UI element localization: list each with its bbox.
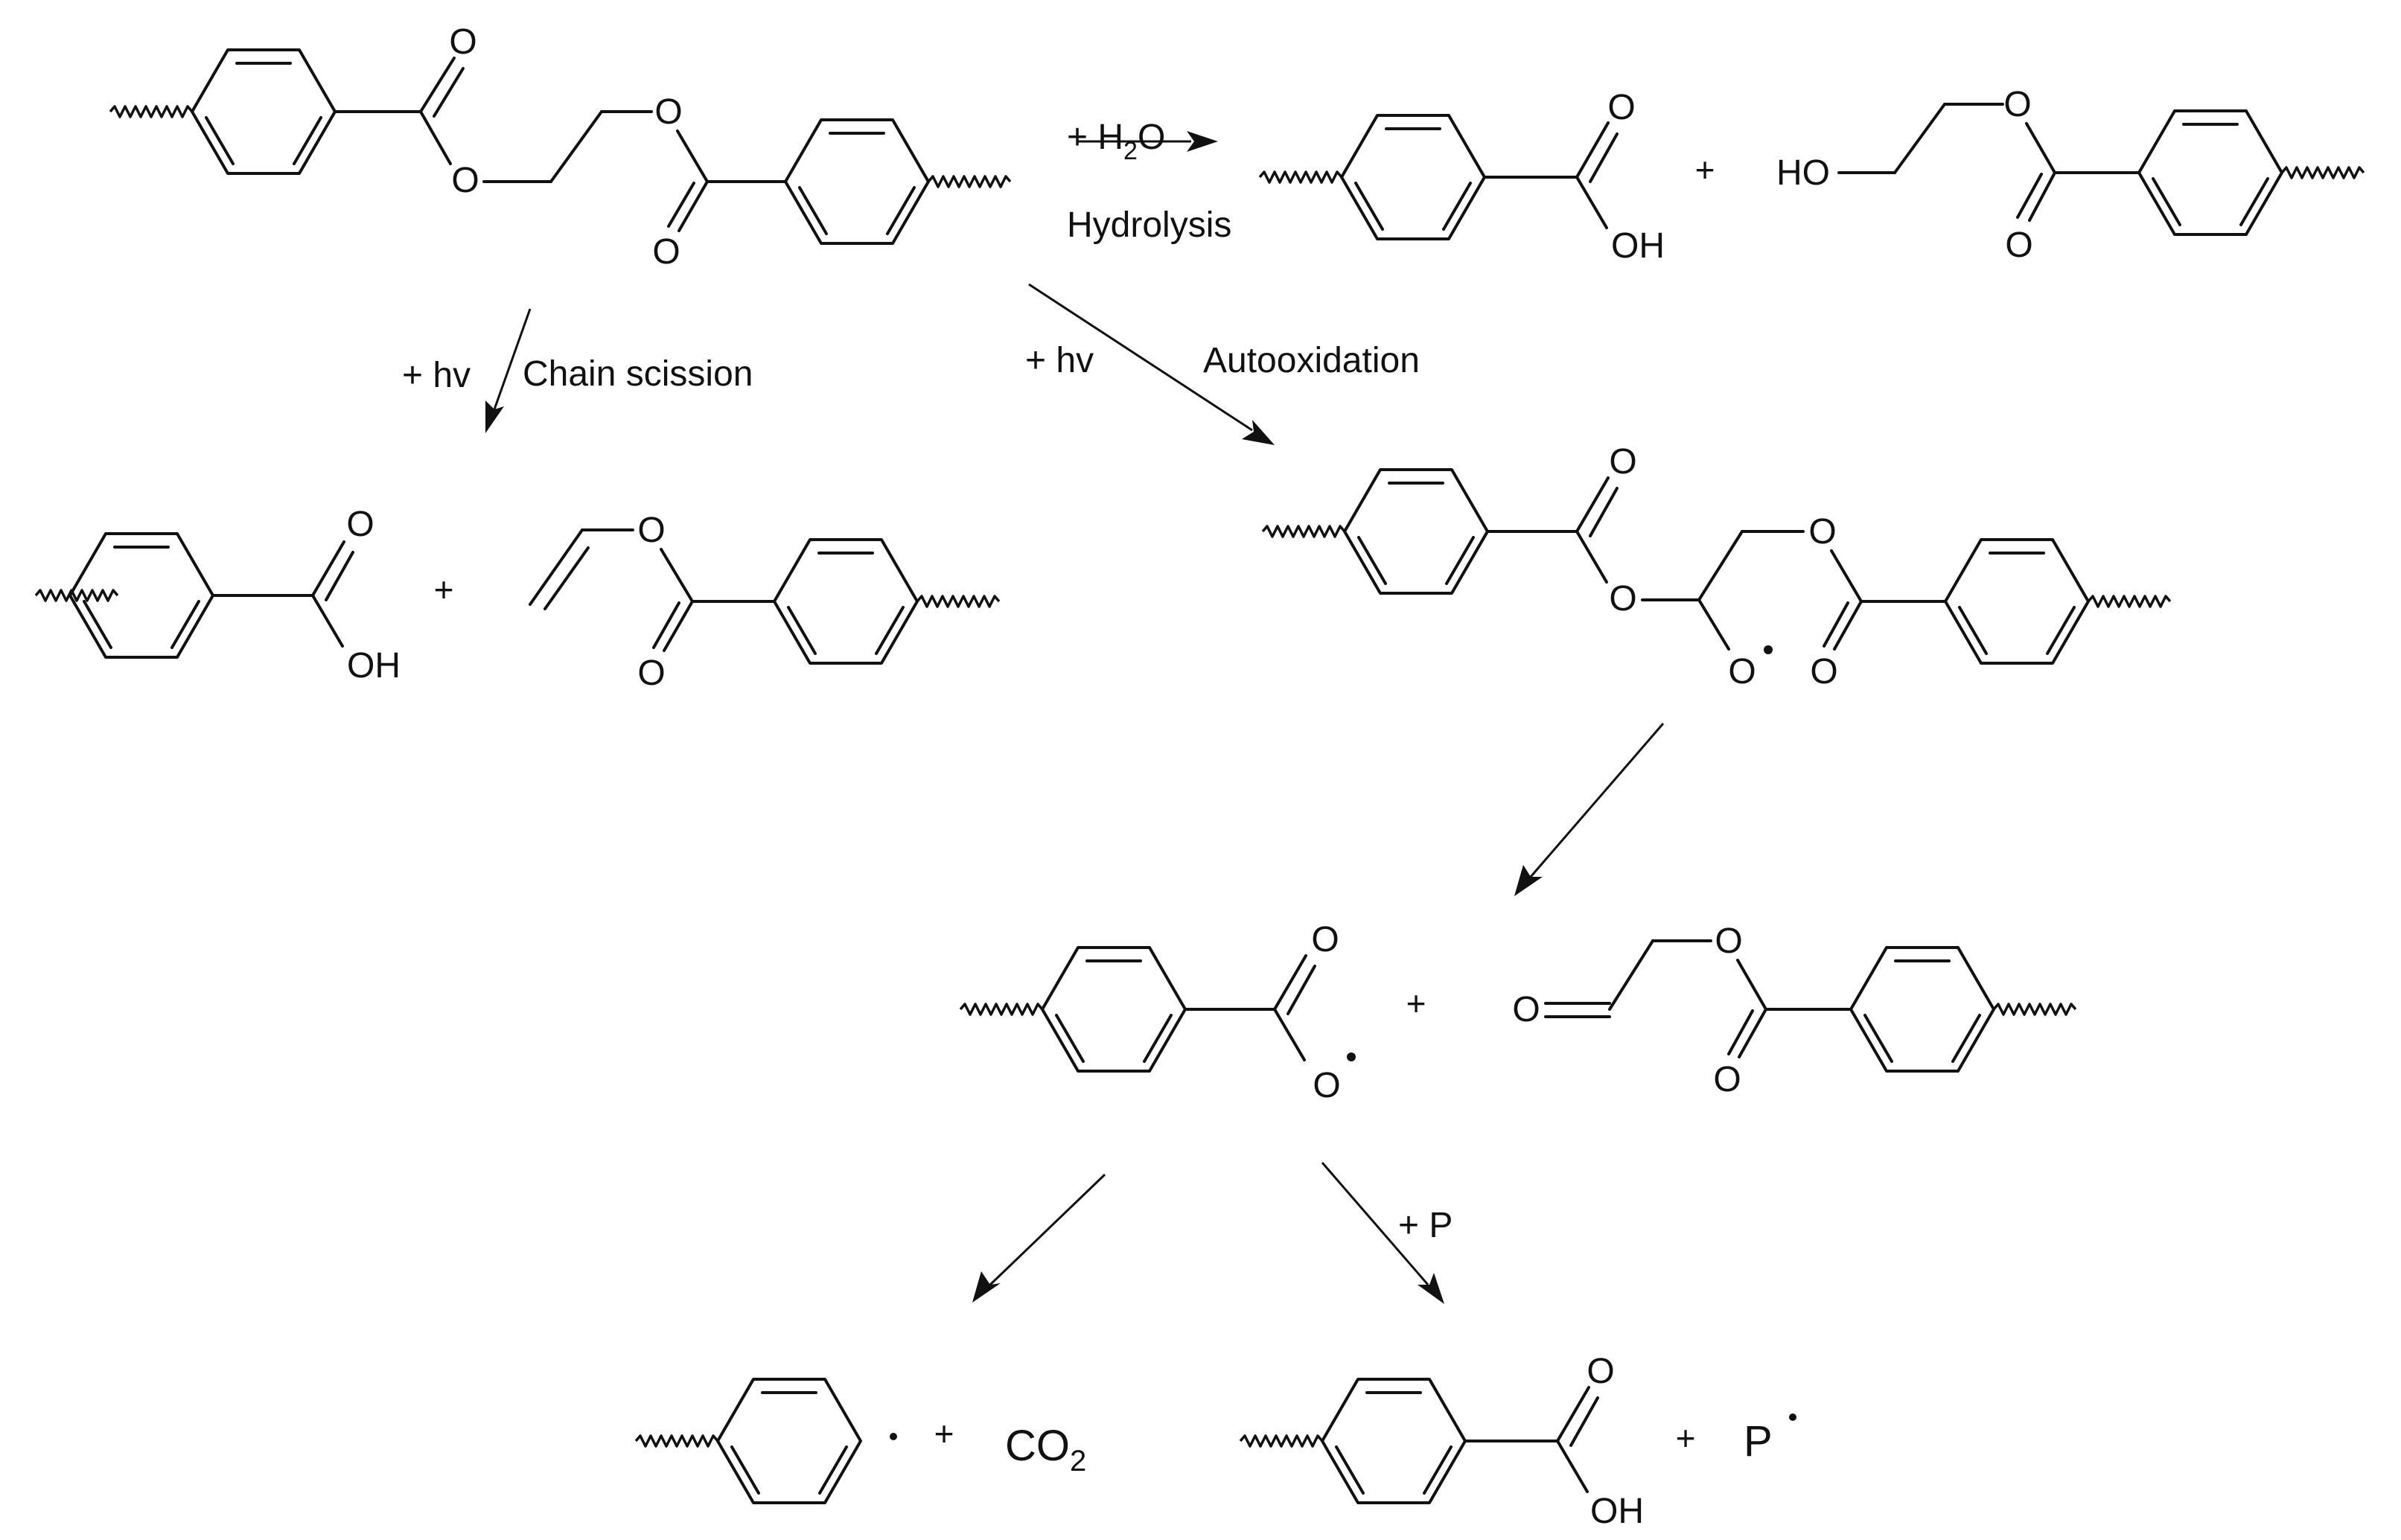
vinyl-ester-oxygen: O [637,511,665,550]
plus-sign-co2: + [934,1414,954,1453]
alkoxy-radical-oxygen: O [1728,652,1756,691]
radical-carbonyl-oxygen-1: O [1609,442,1636,482]
hydrolysis-reagent: + H2O [1067,118,1165,165]
plus-sign-scission: + [434,570,454,609]
autooxidation-reagent: + hv [1025,341,1094,380]
scission-acid-carbonyl-oxygen: O [346,505,374,544]
pet-polymer-fragment: O O O O [109,22,1012,272]
autooxidation-arrow [1028,283,1275,445]
alkoxy-radical-intermediate: O O O O O [1261,442,2172,691]
aldehyde-ester-product: O O O [1512,921,2077,1099]
plus-sign-radical: + [1406,984,1426,1023]
autooxidation-label: Autooxidation [1203,341,1420,380]
scission-acid-product: O OH [34,505,401,686]
final-acid-hydroxyl: OH [1590,1492,1644,1531]
hydrolysis-label: Hydrolysis [1067,205,1231,245]
radical-carbonyl-oxygen-2: O [1810,652,1837,691]
alcohol-hydroxyl: HO [1776,153,1830,193]
hydrolysis-ester-product: HO O O [1776,85,2365,265]
ester-oxygen-1: O [451,161,479,200]
carboxyl-radical-carbonyl-oxygen: O [1311,920,1339,959]
aldehyde-ester-oxygen: O [1715,921,1742,961]
chain-scission-label: Chain scission [523,354,753,394]
carboxyl-radical-oxygen: O [1313,1066,1340,1105]
ester-oxygen-2: O [654,92,682,132]
scission-acid-hydroxyl: OH [347,646,401,686]
carbonyl-oxygen-2: O [652,232,680,272]
decarboxylation-arrow [972,1173,1106,1303]
p-radical-dot [1789,1413,1796,1421]
carbonyl-oxygen-3: O [2005,226,2032,265]
carboxyl-radical-product: O O [959,920,1356,1105]
phenyl-radical-dot [890,1433,897,1440]
carbon-dioxide: CO2 [1005,1422,1086,1477]
carboxyl-radical-dot [1347,1052,1356,1061]
ester-oxygen-3: O [2003,85,2031,124]
aldehyde-ester-carbonyl-oxygen: O [1713,1060,1741,1099]
beta-scission-arrow [1514,723,1665,896]
radical-ester-oxygen-2: O [1808,512,1836,552]
alkoxy-radical-dot [1764,645,1773,654]
acid-carbonyl-oxygen: O [1607,88,1635,127]
phenyl-radical-product [634,1378,897,1504]
p-radical: P [1744,1417,1773,1466]
plus-sign-p-radical: + [1676,1419,1696,1457]
carbonyl-oxygen-1: O [449,22,476,62]
acid-hydroxyl: OH [1611,226,1665,266]
radical-ester-oxygen-1: O [1609,579,1636,619]
h-abstraction-reagent: + P [1398,1206,1453,1245]
h-abstraction-arrow [1321,1162,1444,1304]
hydrolysis-arrow [1078,131,1218,152]
plus-sign-hydrolysis: + [1695,150,1715,189]
final-acid-product: O OH [1239,1352,1644,1531]
hydrolysis-acid-product: O OH [1258,88,1665,266]
vinyl-carbonyl-oxygen: O [637,654,665,693]
chain-scission-arrow [485,308,532,433]
chain-scission-reagent: + hv [402,356,471,395]
final-acid-carbonyl-oxygen: O [1587,1352,1614,1391]
aldehyde-oxygen: O [1512,990,1540,1029]
scission-vinyl-ester-product: O O [529,511,1001,693]
